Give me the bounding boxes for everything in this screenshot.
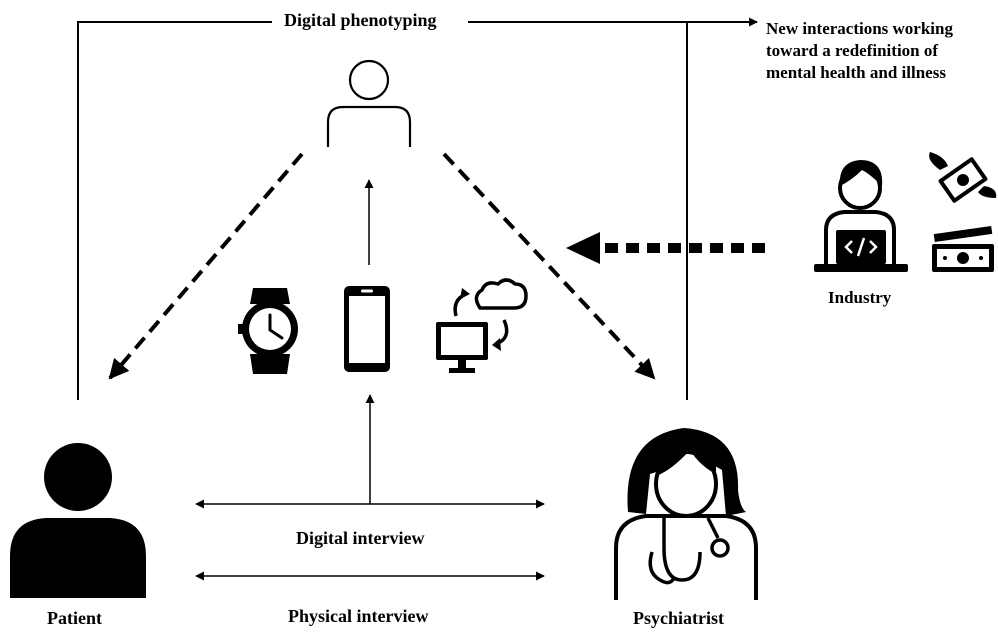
smartphone-icon [344,286,390,372]
digital-interview-label: Digital interview [296,528,425,548]
physical-interview-label: Physical interview [288,606,429,626]
cash-icon [932,226,994,272]
smartwatch-icon [238,288,298,374]
computer-cloud-sync-icon [436,278,528,373]
industry-label: Industry [828,288,892,307]
patient-label: Patient [47,608,102,628]
new-interactions-note: New interactions working toward a redefi… [766,18,953,84]
industry-dotted-arrow [566,232,765,264]
new-interactions-line-1: New interactions working [766,19,953,38]
digital-phenotyping-label: Digital phenotyping [284,10,437,30]
dashed-arrow-to-psychiatrist [442,152,656,380]
dashed-arrow-to-patient [108,152,304,380]
patient-silhouette-icon [10,443,146,598]
flying-money-icon [929,152,997,203]
psychiatrist-label: Psychiatrist [633,608,724,628]
user-outline-icon [326,59,412,147]
psychiatrist-stethoscope-icon [614,428,758,600]
new-interactions-line-3: mental health and illness [766,63,946,82]
phenotyping-frame [77,17,758,400]
new-interactions-line-2: toward a redefinition of [766,41,939,60]
developer-laptop-icon [814,160,908,272]
